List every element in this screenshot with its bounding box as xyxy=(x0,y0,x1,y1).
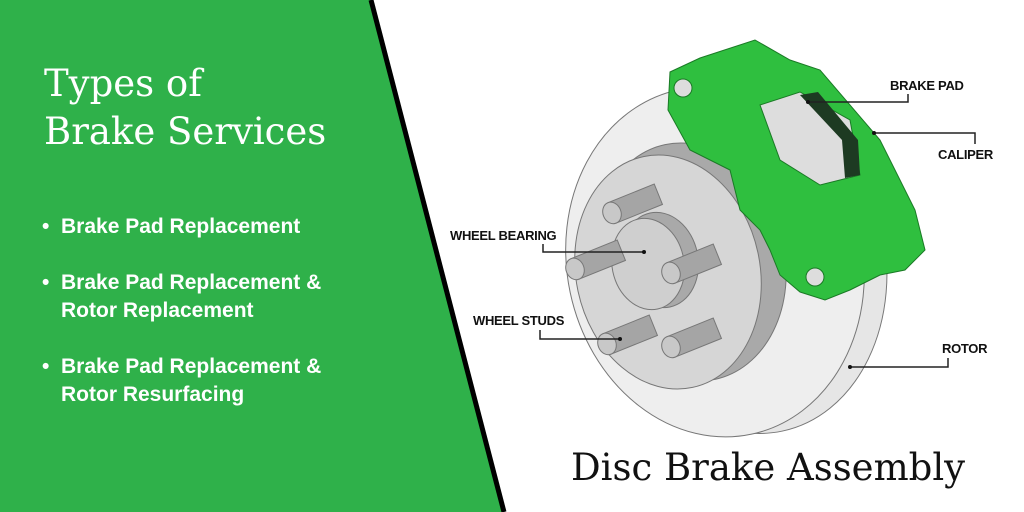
service-label: Brake Pad Replacement xyxy=(61,215,301,238)
label-rotor: ROTOR xyxy=(942,341,988,356)
page-title: Types of Brake Services xyxy=(44,60,326,156)
label-brake-pad: BRAKE PAD xyxy=(890,78,964,93)
caliper-bolt-top xyxy=(673,78,693,98)
label-wheel-studs: WHEEL STUDS xyxy=(473,313,565,328)
brake-pad xyxy=(800,92,860,178)
label-caliper: CALIPER xyxy=(938,147,993,162)
callout-dots xyxy=(618,100,876,369)
service-item: • Brake Pad Replacement & Rotor Replaceme… xyxy=(42,269,361,325)
service-item: • Brake Pad Replacement & Rotor Resurfaci… xyxy=(42,353,361,409)
bullet-icon: • xyxy=(42,271,50,294)
bullet-icon: • xyxy=(42,215,50,238)
wheel-studs xyxy=(565,183,723,359)
divider-line xyxy=(368,0,507,512)
disc-brake-illustration xyxy=(565,39,926,438)
caliper-bolt-bottom xyxy=(805,267,825,287)
service-item: • Brake Pad Replacement xyxy=(42,213,361,241)
services-list: • Brake Pad Replacement • Brake Pad Replac… xyxy=(42,213,361,437)
callout-lines xyxy=(539,94,976,368)
label-wheel-bearing: WHEEL BEARING xyxy=(450,228,557,243)
diagram-caption: Disc Brake Assembly xyxy=(571,446,966,489)
service-label: Brake Pad Replacement & Rotor Resurfacin… xyxy=(61,355,322,406)
bullet-icon: • xyxy=(42,355,50,378)
service-label: Brake Pad Replacement & Rotor Replacemen… xyxy=(61,271,322,322)
green-panel xyxy=(0,0,504,512)
title-line-1: Types of xyxy=(44,62,202,105)
title-line-2: Brake Services xyxy=(44,110,327,153)
